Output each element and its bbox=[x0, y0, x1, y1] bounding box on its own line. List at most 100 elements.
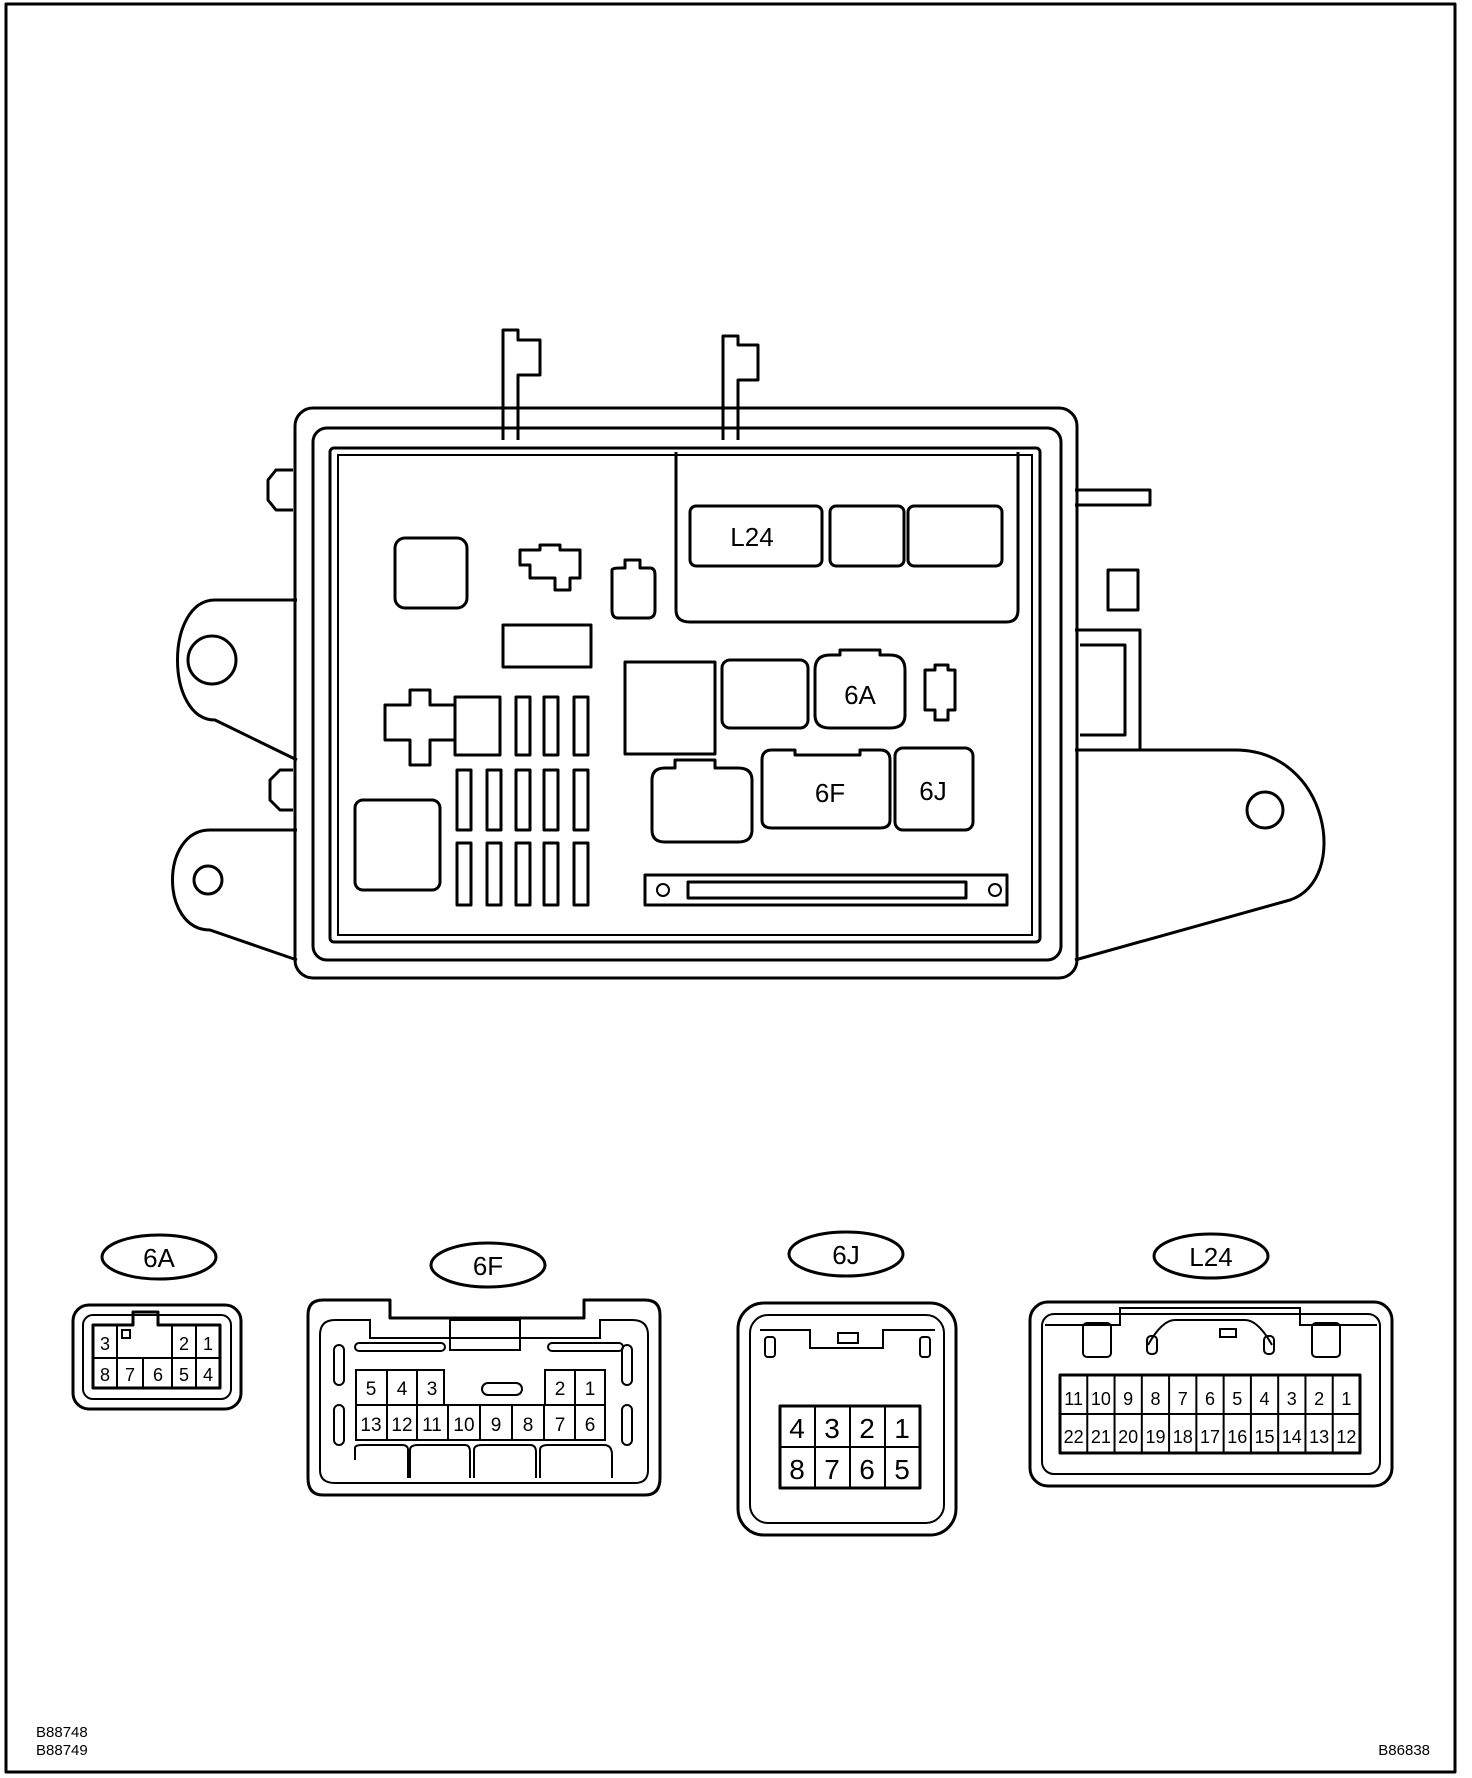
connector-6a-pin: 1 bbox=[203, 1334, 213, 1354]
connector-6j-tag bbox=[787, 1230, 905, 1278]
key bbox=[1219, 1328, 1237, 1338]
top-tab-left bbox=[501, 328, 542, 440]
connector-6f-shell bbox=[306, 1298, 662, 1497]
socket bbox=[828, 504, 906, 568]
connector-l24-name: L24 bbox=[1189, 1242, 1232, 1272]
relay-bottom-left bbox=[353, 798, 442, 892]
connector-6a: 6A bbox=[71, 1233, 243, 1411]
fuse bbox=[542, 841, 560, 907]
page-frame bbox=[4, 2, 1457, 1774]
rib bbox=[547, 1342, 624, 1352]
latch bbox=[449, 1319, 521, 1351]
cross-relay bbox=[383, 688, 457, 767]
connector-6a-pin: 2 bbox=[179, 1334, 189, 1354]
socket bbox=[906, 504, 1004, 568]
fuse bbox=[542, 695, 560, 757]
connector-6j-pin: 2 bbox=[859, 1413, 875, 1444]
side-rib bbox=[333, 1404, 345, 1446]
fuse bbox=[453, 695, 502, 757]
label-l24: L24 bbox=[730, 522, 773, 552]
connector-l24-pin: 11 bbox=[1064, 1389, 1083, 1409]
connector-l24-pin: 12 bbox=[1336, 1427, 1356, 1447]
connector-l24-pin: 5 bbox=[1232, 1389, 1242, 1409]
connector-6j: 6J bbox=[736, 1230, 958, 1537]
connector-l24-pin: 10 bbox=[1091, 1389, 1111, 1409]
connector-6f-pin: 10 bbox=[453, 1415, 474, 1436]
connector-6a-pin: 4 bbox=[203, 1365, 213, 1385]
side-rib bbox=[333, 1344, 345, 1386]
connector-6f-pin: 7 bbox=[555, 1415, 566, 1436]
small-part bbox=[923, 663, 957, 722]
latch-arch bbox=[1147, 1319, 1273, 1346]
connector-l24-shell bbox=[1028, 1300, 1394, 1488]
connector-l24-pin: 13 bbox=[1309, 1427, 1329, 1447]
side-rib bbox=[621, 1404, 633, 1446]
bottom-rail-slot bbox=[686, 880, 968, 900]
connector-l24-inner bbox=[1041, 1313, 1381, 1475]
ear-left-upper bbox=[176, 598, 298, 762]
ear-left-lower bbox=[171, 828, 298, 962]
socket-l24 bbox=[688, 504, 824, 568]
connector-l24-pin: 18 bbox=[1173, 1427, 1193, 1447]
fuse bbox=[485, 841, 503, 907]
fuse bbox=[455, 841, 473, 907]
connector-6a-shell bbox=[71, 1303, 243, 1411]
junction-block: L24 6A 6F 6J bbox=[171, 328, 1326, 980]
connector-6j-pin: 6 bbox=[859, 1454, 875, 1485]
connector-6f-pin: 13 bbox=[360, 1415, 381, 1436]
fuse bbox=[514, 841, 532, 907]
fuse bbox=[572, 841, 590, 907]
lock-tab bbox=[1082, 1322, 1112, 1358]
connector-part bbox=[610, 558, 657, 620]
body-outer bbox=[293, 406, 1079, 980]
bottom-lock bbox=[354, 1444, 409, 1478]
connector-l24-pin: 16 bbox=[1227, 1427, 1247, 1447]
lock-tab bbox=[1311, 1322, 1341, 1358]
rail-hole bbox=[656, 883, 670, 897]
key bbox=[1263, 1335, 1275, 1355]
connector-6j-pin: 3 bbox=[824, 1413, 840, 1444]
ear-hole bbox=[192, 864, 224, 896]
top-tab-right bbox=[721, 334, 760, 440]
connector-6f-pin: 6 bbox=[585, 1415, 596, 1436]
connector-6f-pin: 11 bbox=[422, 1415, 442, 1436]
label-6a: 6A bbox=[844, 680, 876, 710]
connector-6j-name: 6J bbox=[832, 1240, 859, 1270]
rib bbox=[354, 1342, 446, 1352]
label-6j: 6J bbox=[919, 776, 946, 806]
connector-l24-pin: 19 bbox=[1145, 1427, 1165, 1447]
connector-l24-pin: 15 bbox=[1255, 1427, 1275, 1447]
body-inner bbox=[337, 454, 1033, 936]
socket-6f bbox=[760, 748, 892, 830]
connector-l24-pin: 6 bbox=[1205, 1389, 1215, 1409]
right-bracket bbox=[1075, 488, 1152, 507]
connector-l24-tag bbox=[1152, 1232, 1270, 1280]
connector-6f-inner bbox=[319, 1319, 649, 1484]
connector-6f: 6F bbox=[306, 1241, 662, 1497]
bottom-lock bbox=[409, 1444, 471, 1478]
ear-right bbox=[1074, 748, 1326, 962]
connector-6f-tag bbox=[429, 1241, 547, 1289]
connector-6j-inner bbox=[749, 1314, 945, 1524]
socket-6a bbox=[813, 648, 907, 730]
top-rim bbox=[760, 1329, 935, 1349]
connector-l24-pin: 22 bbox=[1064, 1427, 1084, 1447]
connector-6a-name: 6A bbox=[143, 1243, 175, 1273]
bottom-lock bbox=[539, 1444, 613, 1478]
right-bracket bbox=[1075, 628, 1142, 750]
connector-6a-face bbox=[91, 1310, 222, 1390]
left-clip bbox=[266, 468, 293, 512]
fuse bbox=[455, 768, 473, 832]
relay-area bbox=[674, 452, 1020, 624]
relay-square bbox=[393, 536, 469, 610]
connector-6f-pin: 1 bbox=[585, 1379, 596, 1400]
connector-6j-pin: 7 bbox=[824, 1454, 840, 1485]
right-bracket-inner bbox=[1080, 643, 1127, 737]
figure-code-right: B86838 bbox=[1378, 1742, 1430, 1759]
body-second bbox=[311, 426, 1063, 962]
connector-l24-pin: 9 bbox=[1123, 1389, 1133, 1409]
connector-6f-pin: 9 bbox=[491, 1415, 502, 1436]
